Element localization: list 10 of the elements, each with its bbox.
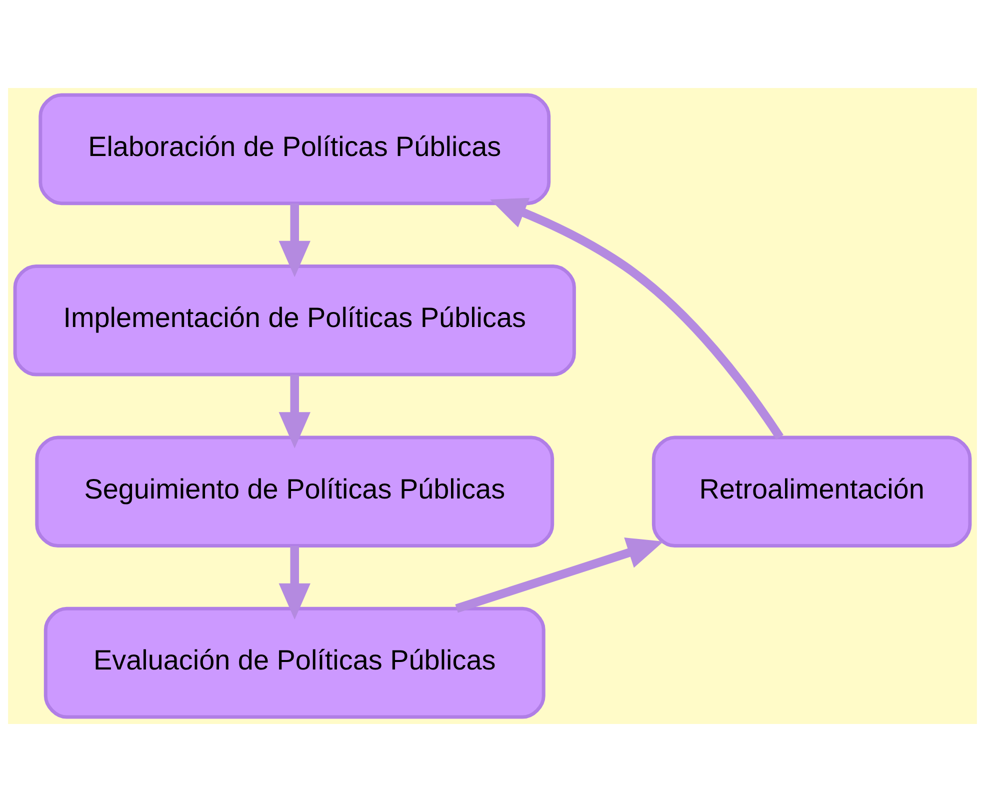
node-box: Evaluación de Políticas Públicas	[44, 606, 546, 718]
node-box: Implementación de Políticas Públicas	[13, 264, 576, 376]
node-box: Retroalimentación	[652, 435, 972, 548]
arrow	[278, 374, 310, 448]
arrow	[455, 537, 664, 612]
node-box: Elaboración de Políticas Públicas	[38, 92, 551, 205]
arrow	[278, 203, 310, 277]
arrow	[278, 545, 310, 620]
arrow	[490, 197, 784, 440]
node-box: Seguimiento de Políticas Públicas	[35, 435, 554, 548]
